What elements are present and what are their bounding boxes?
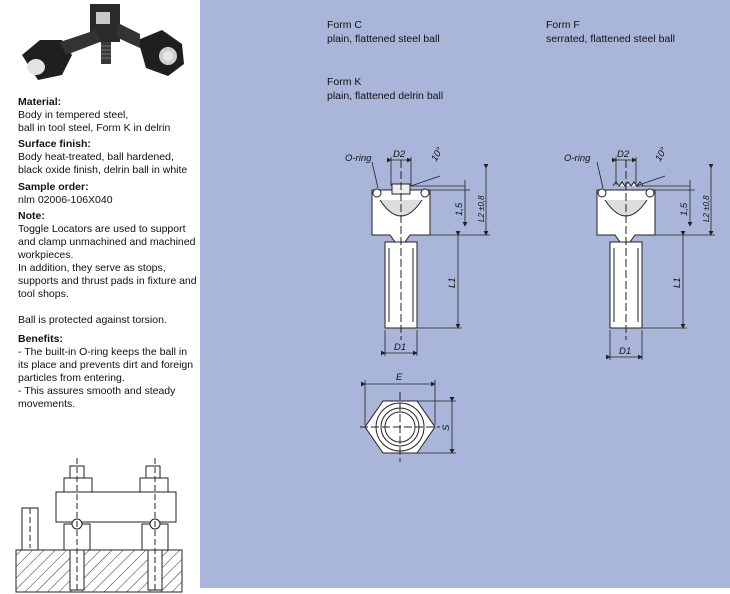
benefits-text: - The built-in O-ring keeps the ball in … [18, 346, 194, 410]
s-label: S [441, 424, 452, 431]
locator-drawing-left [371, 160, 431, 340]
toggle-locator-photo [22, 4, 184, 80]
form-f-title: Form F [546, 19, 580, 31]
d2-label-left: D2 [393, 149, 406, 160]
form-f-desc: serrated, flattened steel ball [546, 33, 675, 45]
surface-text: Body heat-treated, ball hardened, black … [18, 151, 188, 176]
l2-label-right: L2 ±0,8 [702, 195, 711, 222]
note-text: Toggle Locators are used to support and … [18, 223, 197, 326]
oring-label-left: O-ring [345, 153, 372, 164]
hex-top-view [360, 392, 440, 462]
l1-label-right: L1 [672, 277, 683, 288]
d2-label-right: D2 [617, 149, 630, 160]
e-label: E [396, 372, 403, 383]
angle-label-right: 10° [653, 145, 670, 163]
form-k-title: Form K [327, 76, 362, 88]
dim15-label-right: 1,5 [679, 202, 690, 216]
note-heading: Note: [18, 210, 45, 222]
locator-drawing-right [596, 160, 656, 340]
d1-label-right: D1 [619, 346, 631, 357]
form-c-title: Form C [327, 19, 362, 31]
material-text: Body in tempered steel, ball in tool ste… [18, 109, 171, 134]
form-k-desc: plain, flattened delrin ball [327, 90, 444, 102]
l1-label-left: L1 [447, 277, 458, 288]
angle-label-left: 10° [429, 145, 446, 163]
sample-heading: Sample order: [18, 181, 89, 193]
form-c-desc: plain, flattened steel ball [327, 33, 440, 45]
dim15-label-left: 1,5 [454, 202, 465, 216]
l2-label-left: L2 ±0,8 [477, 195, 486, 222]
sample-text: nlm 02006-106X040 [18, 194, 113, 206]
surface-heading: Surface finish: [18, 138, 91, 150]
material-heading: Material: [18, 96, 62, 108]
benefits-heading: Benefits: [18, 333, 63, 345]
d1-label-left: D1 [394, 342, 406, 353]
left-column: Material: Body in tempered steel, ball i… [0, 0, 200, 594]
oring-label-right: O-ring [564, 153, 591, 164]
application-drawing [15, 458, 183, 593]
